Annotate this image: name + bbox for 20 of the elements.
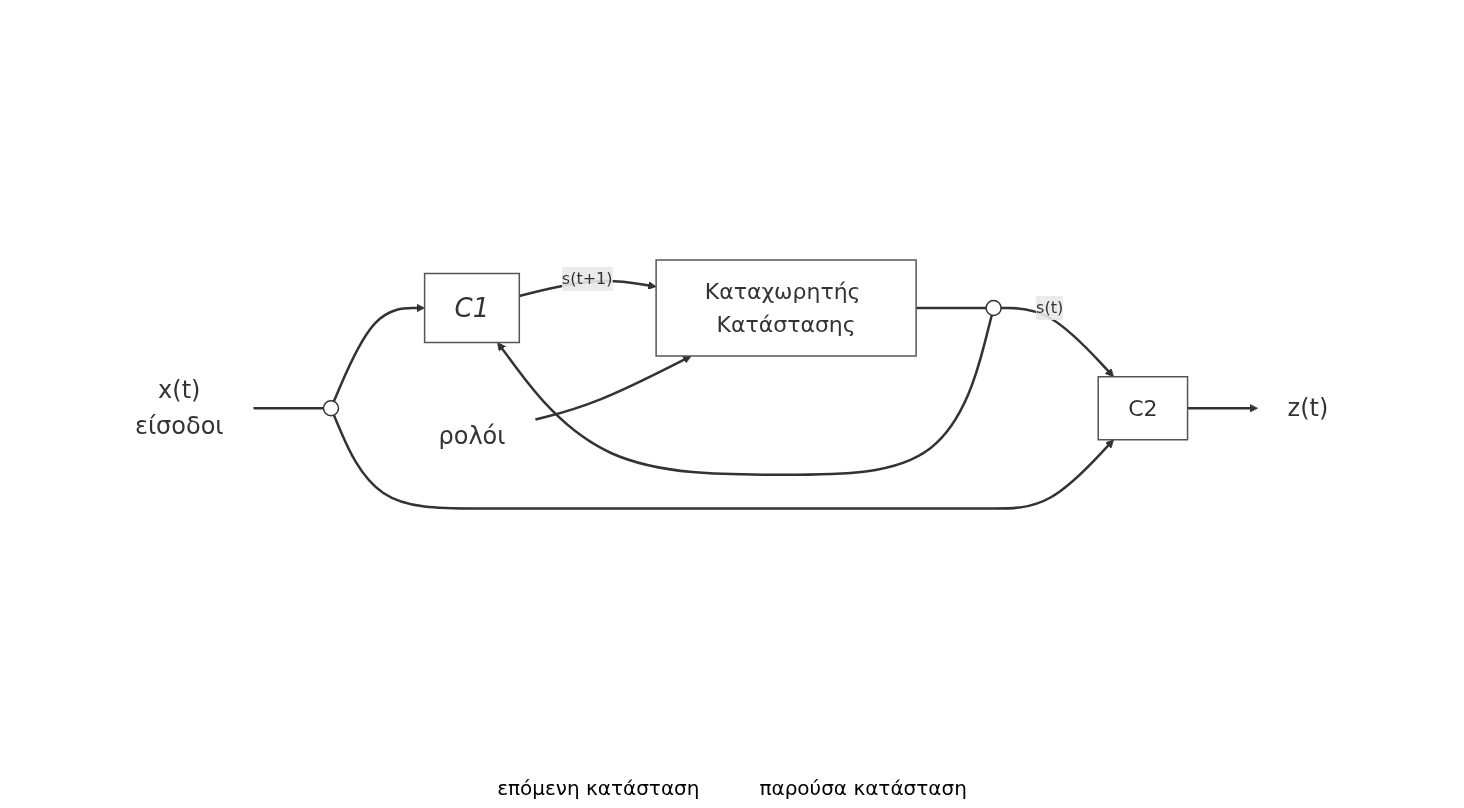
note-text: επόμενη κατάσταση	[497, 776, 700, 800]
node-circle	[323, 399, 340, 417]
note-text: παρούσα κατάσταση	[759, 776, 967, 800]
node-box: C1	[424, 272, 521, 343]
arrow	[333, 414, 1115, 510]
connector	[916, 306, 987, 309]
arrow	[535, 355, 692, 421]
node-box: Καταχωρητής Κατάστασης	[655, 259, 918, 357]
node-box: C2	[1097, 375, 1189, 441]
arrow	[1001, 306, 1115, 377]
node-text: ρολόι	[438, 421, 506, 450]
node-label: είσοδοι	[135, 412, 224, 440]
edge-label: s(t+1)	[562, 268, 613, 288]
arrow	[1187, 403, 1259, 413]
node-text: z(t)	[1287, 394, 1329, 422]
node-circle	[985, 299, 1003, 316]
edge-label: s(t)	[1036, 297, 1064, 317]
node-text: x(t)	[158, 376, 201, 404]
connector	[253, 406, 324, 410]
arrow	[497, 314, 994, 476]
